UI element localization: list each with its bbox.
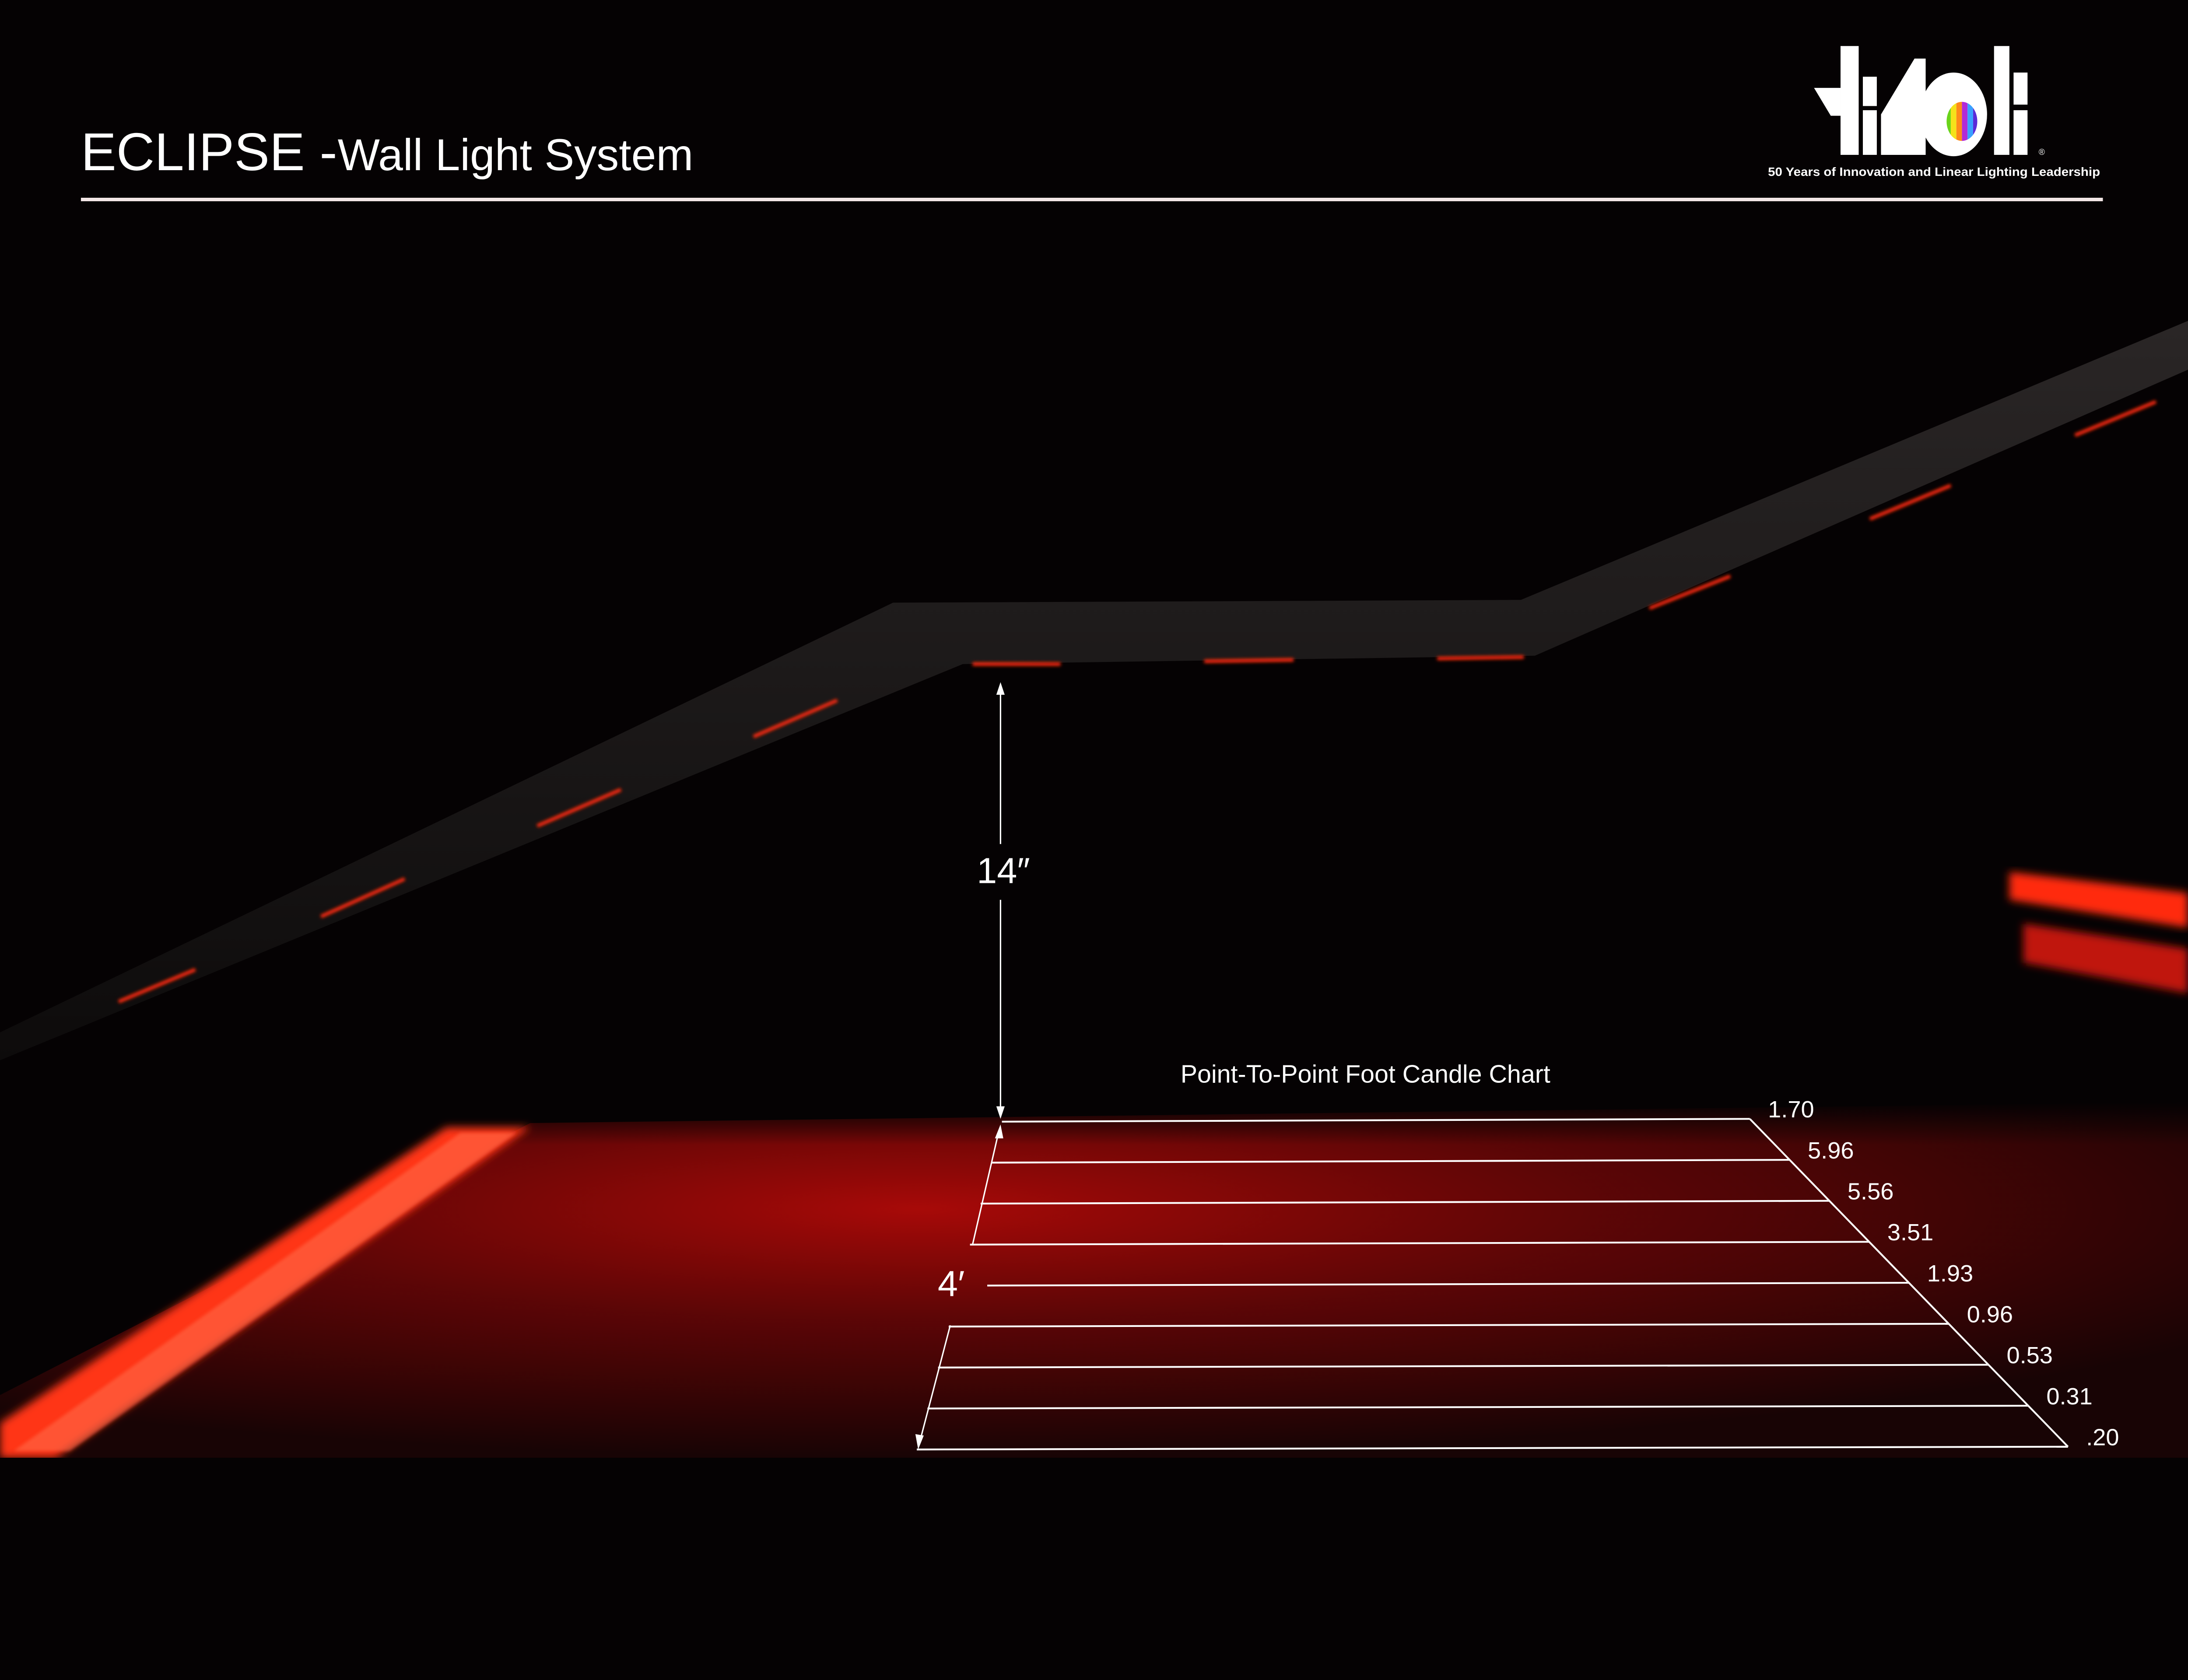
chart-value-label: 0.31: [2046, 1383, 2092, 1410]
chart-value-label: .20: [2086, 1424, 2119, 1451]
chart-value-label: 0.96: [1967, 1302, 2013, 1328]
left-floor-light-strip: [0, 1127, 530, 1458]
floor-depth-dimension: [915, 1124, 1003, 1450]
chart-value-label: 3.51: [1887, 1219, 1933, 1246]
chart-row-line: [991, 1158, 1790, 1164]
product-sheet: ECLIPSE - Wall Light System ® 50 Years o…: [0, 46, 2188, 1458]
chart-row-line: [917, 1446, 2068, 1451]
floor-depth-label: 4′: [938, 1263, 965, 1304]
chart-row-line: [927, 1405, 2028, 1410]
logo-tagline: 50 Years of Innovation and Linear Lighti…: [1768, 165, 2100, 178]
chart-value-label: 5.96: [1808, 1138, 1854, 1164]
chart-right-edge: [1749, 1118, 2069, 1448]
handrail-led-segments: [118, 400, 2157, 1004]
mount-height-dimension: [996, 682, 1005, 1119]
registered-mark: ®: [2039, 148, 2045, 157]
chart-value-label: 0.53: [2006, 1342, 2052, 1368]
right-wall-light-strip: [2009, 872, 2188, 994]
chart-value-label: 5.56: [1848, 1179, 1893, 1205]
mount-height-label: 14″: [977, 850, 1030, 891]
floor-photo: [0, 1102, 2188, 1458]
chart-row-line: [987, 1282, 1909, 1287]
page-subtitle: Wall Light System: [338, 130, 694, 180]
chart-row-line: [938, 1364, 1989, 1368]
chart-title: Point-To-Point Foot Candle Chart: [1181, 1060, 1550, 1088]
chart-row-line: [1002, 1118, 1750, 1123]
chart-value-label: 1.93: [1927, 1260, 1973, 1287]
chart-row-line: [948, 1323, 1949, 1328]
chart-row-line: [970, 1241, 1869, 1246]
chart-row-line: [980, 1200, 1830, 1205]
page-title: ECLIPSE -: [81, 122, 337, 182]
handrail: [0, 321, 2188, 1060]
tivoli-logo: ® 50 Years of Innovation and Linear Ligh…: [1768, 46, 2100, 178]
chart-value-label: 1.70: [1768, 1096, 1814, 1123]
rainbow-o-icon: [1946, 102, 1978, 141]
foot-candle-chart: 1.70 5.96 5.56 3.51 1.93 0.96 0.53 0.31 .20: [917, 1096, 2119, 1451]
